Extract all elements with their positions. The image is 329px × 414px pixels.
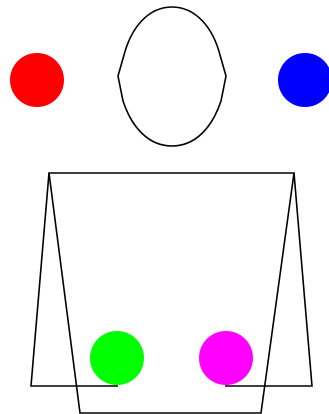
body-trapezoid (49, 173, 294, 413)
magenta-dot (199, 331, 253, 385)
red-dot (10, 53, 64, 107)
head-oval (118, 7, 226, 146)
blue-dot (278, 53, 329, 107)
green-dot (90, 331, 144, 385)
